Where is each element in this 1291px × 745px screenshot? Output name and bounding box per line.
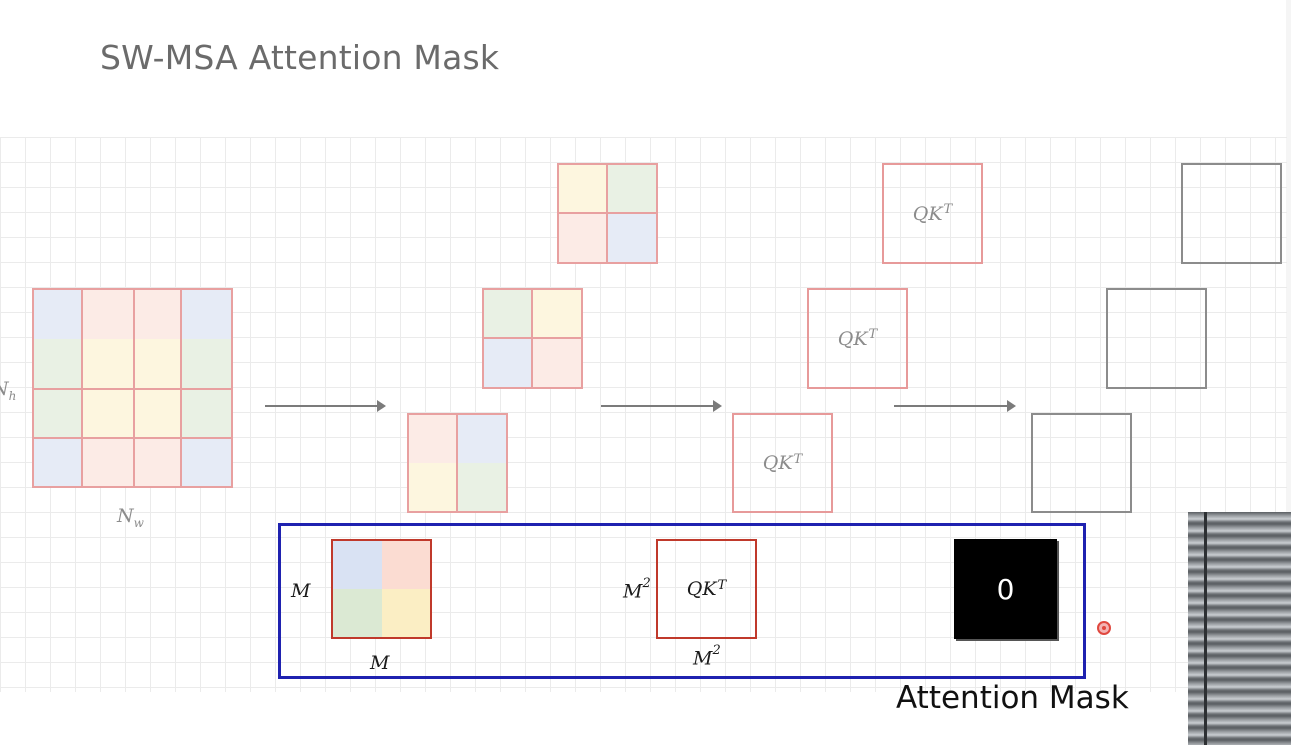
patch xyxy=(34,437,84,486)
patch xyxy=(83,290,133,339)
patch xyxy=(34,290,84,339)
patch xyxy=(409,463,458,511)
patch xyxy=(181,388,231,437)
mask-box-2 xyxy=(1106,288,1207,389)
patch xyxy=(607,165,656,214)
label-n-h: Nh xyxy=(0,378,17,403)
patch xyxy=(181,437,231,486)
highlight-frame xyxy=(278,523,1086,679)
patch xyxy=(181,339,231,388)
arrow-3 xyxy=(894,400,1016,412)
patch xyxy=(34,339,84,388)
patch xyxy=(559,165,608,214)
arrow-1 xyxy=(265,400,386,412)
patch xyxy=(181,290,231,339)
label-n-w: Nw xyxy=(117,505,144,530)
laser-pointer xyxy=(1097,621,1111,635)
patch xyxy=(132,437,182,486)
patch xyxy=(484,290,533,339)
patch xyxy=(381,541,430,589)
label-m2-bottom: M2 xyxy=(693,643,721,670)
feature-map xyxy=(32,288,233,488)
mask-box-1 xyxy=(1181,163,1282,264)
patch xyxy=(532,290,581,339)
patch xyxy=(484,338,533,387)
patch xyxy=(83,437,133,486)
window-3 xyxy=(407,413,508,513)
arrow-2 xyxy=(601,400,722,412)
patch xyxy=(333,589,382,637)
window-1 xyxy=(557,163,658,264)
slide-edge xyxy=(1286,0,1291,512)
patch xyxy=(83,339,133,388)
patch xyxy=(34,388,84,437)
window-detail xyxy=(331,539,432,639)
slide-title: SW-MSA Attention Mask xyxy=(100,38,500,77)
mask-box-3 xyxy=(1031,413,1132,513)
patch xyxy=(457,415,506,463)
label-m2-side: M2 xyxy=(623,576,651,603)
patch xyxy=(559,213,608,262)
label-m-side: M xyxy=(291,580,311,602)
label-m-bottom: M xyxy=(370,652,390,674)
patch xyxy=(532,338,581,387)
patch xyxy=(457,463,506,511)
attention-mask-box: 0 xyxy=(954,539,1057,639)
patch xyxy=(409,415,458,463)
window-2 xyxy=(482,288,583,389)
attention-mask-label: Attention Mask xyxy=(896,680,1129,716)
patch xyxy=(132,388,182,437)
patch xyxy=(132,339,182,388)
patch xyxy=(607,213,656,262)
patch xyxy=(333,541,382,589)
patch xyxy=(132,290,182,339)
patch xyxy=(83,388,133,437)
webcam-overlay xyxy=(1188,512,1291,745)
patch xyxy=(381,589,430,637)
